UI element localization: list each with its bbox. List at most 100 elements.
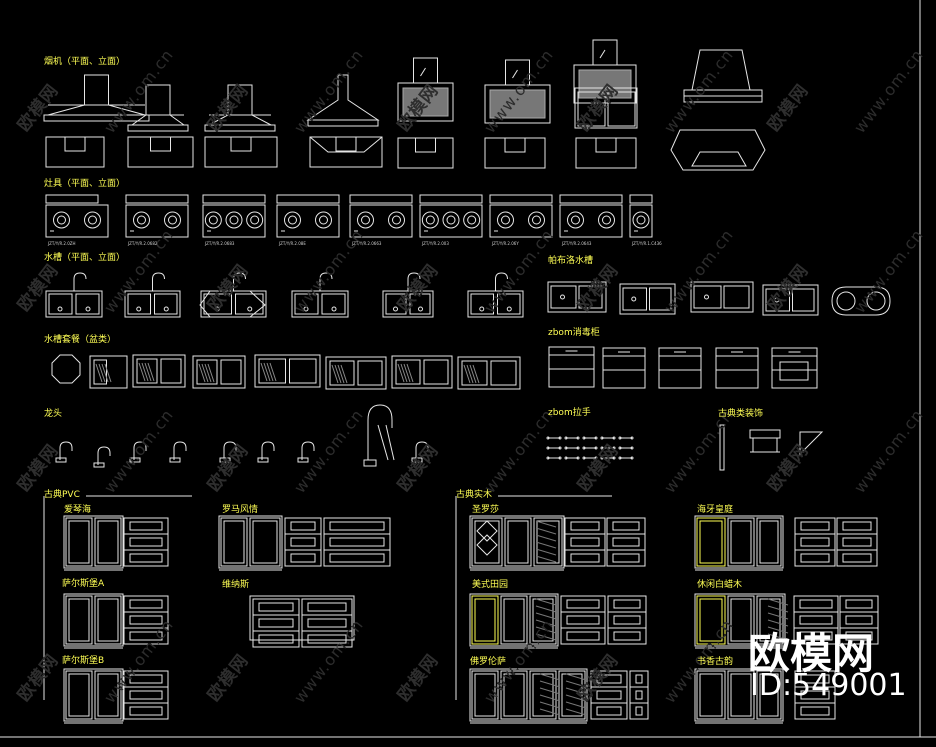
sinkset-ridge <box>260 362 268 382</box>
sink-drain <box>247 306 253 312</box>
hood-plan <box>309 136 383 153</box>
cabinet-door-panel <box>68 520 90 564</box>
drawer-front <box>129 706 163 716</box>
pubuluo-drain <box>774 297 780 303</box>
hood-plan <box>230 136 252 152</box>
stove-plan <box>419 194 483 204</box>
pubuluo-bowl <box>866 291 886 311</box>
stove-plan <box>276 194 340 204</box>
drawer-front <box>566 615 600 625</box>
hood-plan <box>415 137 436 153</box>
drawer-front <box>799 599 833 609</box>
door-hatch <box>767 605 789 613</box>
drawer-front <box>842 537 872 547</box>
drawer-front <box>800 537 830 547</box>
sinkset-ridge <box>406 363 414 383</box>
cabinet-frame <box>694 515 784 569</box>
stove-plan <box>629 194 653 204</box>
stove-burner <box>497 211 514 229</box>
pubuluo-bowl <box>792 288 815 312</box>
drawer-handle <box>612 446 616 450</box>
sinkset-ridge <box>472 364 480 384</box>
drawer-front <box>613 599 641 609</box>
hood-elevation <box>169 114 185 126</box>
door-hatch <box>539 708 561 716</box>
drawer-handle <box>582 456 586 460</box>
drawer-handle <box>546 446 550 450</box>
cabinet-door-panel <box>97 598 119 642</box>
section-sterilizer-label: zbom消毒柜 <box>548 328 600 338</box>
door-hatch <box>767 626 789 634</box>
stove-burner <box>598 211 615 229</box>
drawer-front <box>635 690 643 700</box>
drawer-stack <box>123 517 169 567</box>
sink-faucet <box>73 272 87 291</box>
sterilizer-cabinet <box>771 347 818 389</box>
drawer-stack <box>590 670 628 720</box>
door-hatch <box>565 701 587 709</box>
drawer-handle <box>546 436 550 440</box>
drawer-handle <box>582 436 586 440</box>
drawer-front <box>129 674 163 684</box>
drawer-handle <box>594 456 598 460</box>
stove-plan <box>489 204 553 238</box>
sinkset-bowl <box>423 359 449 385</box>
stove-burner <box>315 211 332 229</box>
stove-burner <box>388 211 405 229</box>
door-hatch <box>535 605 557 613</box>
sinkset-ridge <box>201 363 209 383</box>
hood-plan-chimney <box>691 151 747 167</box>
drawer-handle <box>594 436 598 440</box>
section-sinks-label: 水槽（平面、立面） <box>44 253 126 263</box>
pubuluo-sink <box>762 284 819 316</box>
sinkset-bowl <box>136 358 158 384</box>
stove-burner <box>632 211 650 229</box>
sink-faucet <box>152 272 165 291</box>
cabinet-door-panel <box>532 673 554 717</box>
door-hatch <box>767 633 789 641</box>
faucet-icon <box>93 462 105 468</box>
door-hatch <box>535 534 557 542</box>
faucet-icon <box>261 441 275 460</box>
stove-code: JZT/Y/R.2.0643 <box>562 241 592 246</box>
cabinet-door-panel <box>503 673 525 717</box>
drawer-front <box>307 618 347 628</box>
sinkset-ridge <box>269 362 277 382</box>
stove-burner <box>57 215 66 225</box>
cabinet-door-panel <box>759 598 781 642</box>
style-fuluolunsa-label: 佛罗伦萨 <box>470 657 507 667</box>
sinkset-basin <box>254 354 321 388</box>
cabinet-door-panel <box>759 520 779 564</box>
drawer-stack <box>123 670 169 720</box>
sink-bowl <box>127 293 151 315</box>
stove-burner <box>501 215 510 225</box>
hood-elevation <box>307 119 379 127</box>
hood-elevation <box>43 114 150 122</box>
sinkset-basin <box>457 356 521 390</box>
stove-burner <box>164 211 181 229</box>
sink-bowl <box>470 293 494 315</box>
drawer-front <box>800 521 830 531</box>
drawer-handle <box>576 446 580 450</box>
faucet-icon <box>173 441 187 460</box>
stove-code: JZT/Y/R.2.08E <box>279 241 306 246</box>
drawer-front <box>307 602 347 612</box>
sterilizer-cabinet <box>658 347 702 389</box>
stove-plan <box>629 204 653 238</box>
hood-plan <box>150 136 171 152</box>
sink-bowl <box>75 293 100 315</box>
drawer-front <box>129 553 163 563</box>
section-classic-deco-label: 古典类装饰 <box>718 409 764 419</box>
drawer-handle <box>630 436 634 440</box>
drawer-front <box>635 706 643 716</box>
stove-burner <box>204 211 222 229</box>
stove-burner <box>137 215 146 225</box>
cabinet-frame <box>469 668 588 722</box>
cabinet-door <box>500 670 528 720</box>
cabinet-frame <box>469 593 559 647</box>
style-xiuxian-label: 休闲白蜡木 <box>697 580 743 590</box>
classic-shelf <box>749 429 781 453</box>
style-saersi-a-label: 萨尔斯堡A <box>62 579 105 589</box>
drawer-front <box>842 521 872 531</box>
door-hatch <box>535 555 557 563</box>
